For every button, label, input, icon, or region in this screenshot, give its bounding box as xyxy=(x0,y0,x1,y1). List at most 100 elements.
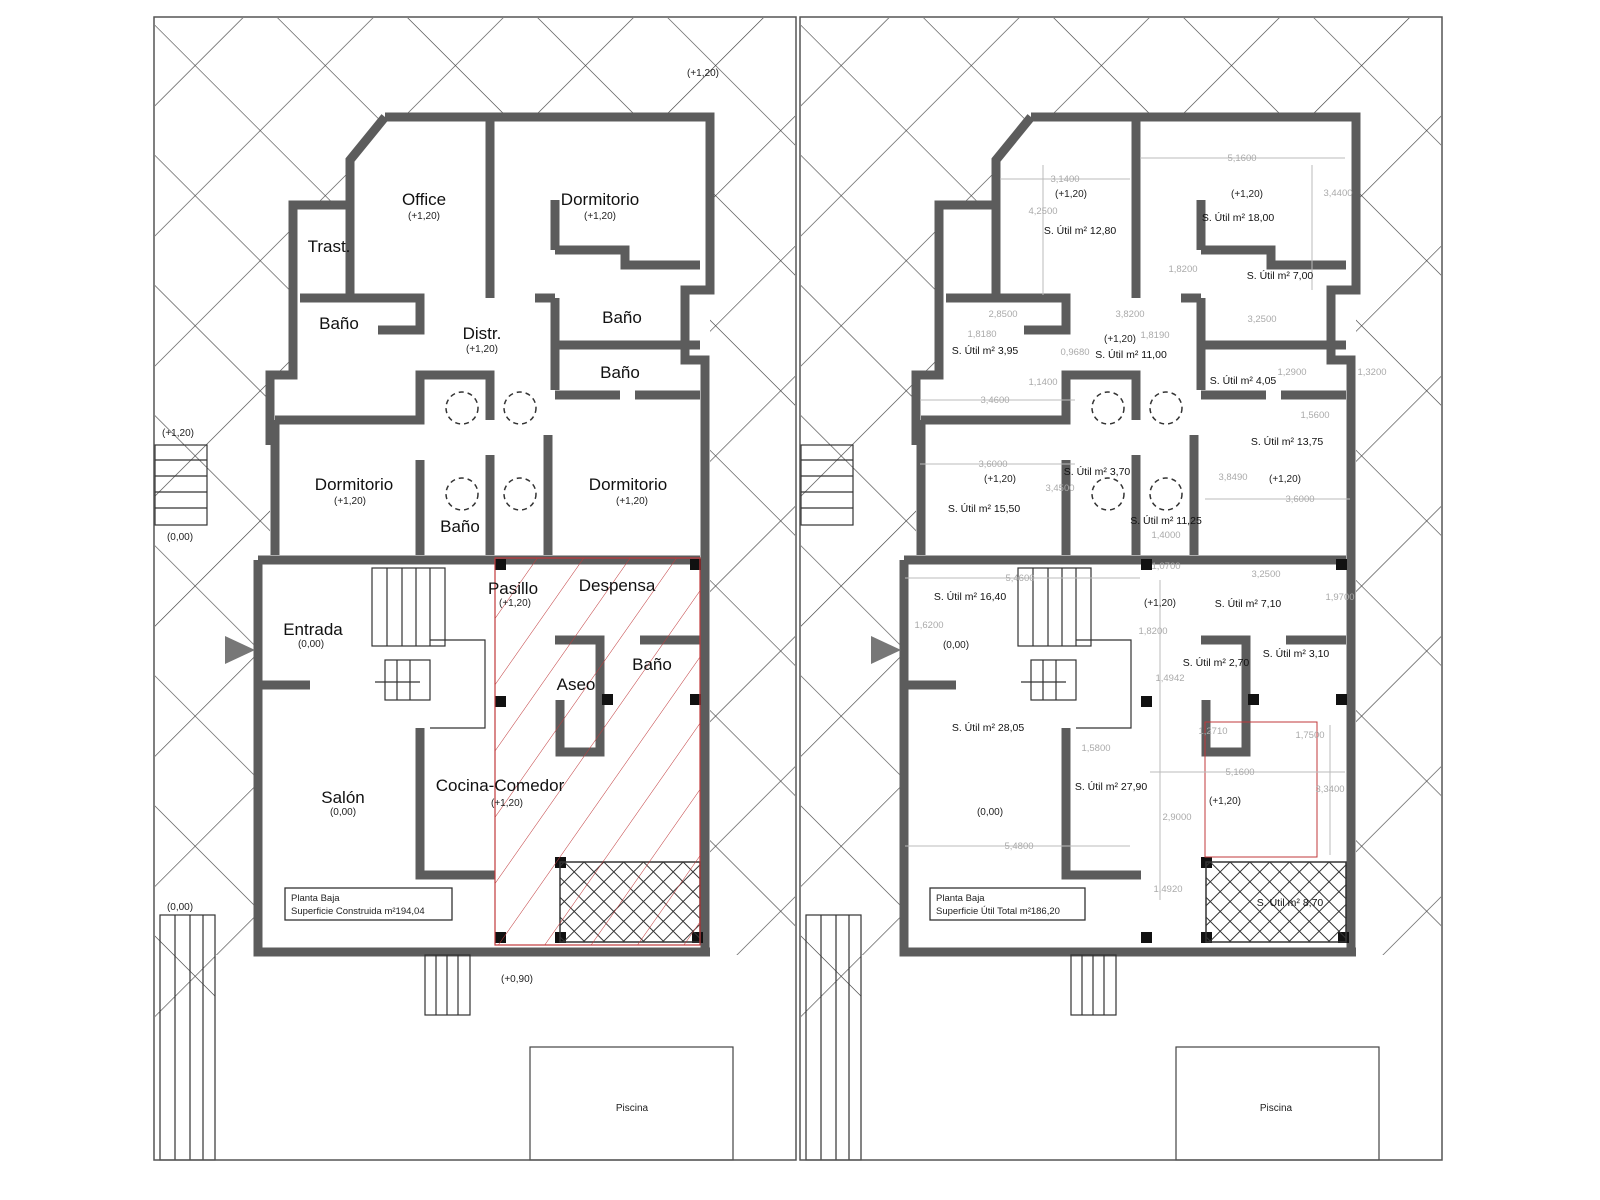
room-bano: Baño xyxy=(600,363,640,382)
area-label: S. Útil m² 8,70 xyxy=(1257,896,1324,909)
dimension-label: 1,0700 xyxy=(1151,561,1180,572)
legend-title: Planta Baja xyxy=(936,893,985,904)
level-marker: (0,00) xyxy=(943,640,969,651)
level-marker: (+1,20) xyxy=(984,474,1016,485)
dimension-label: 1,2710 xyxy=(1198,726,1227,737)
dimension-label: 1,6200 xyxy=(914,620,943,631)
dimension-label: 3,3400 xyxy=(1315,784,1344,795)
room-level: (+1,20) xyxy=(616,496,648,507)
dimension-label: 5,1600 xyxy=(1227,153,1256,164)
area-label: S. Útil m² 13,75 xyxy=(1251,435,1324,448)
dimension-label: 1,4942 xyxy=(1155,673,1184,684)
dimension-label: 3,6000 xyxy=(1285,494,1314,505)
room-level: (+1,20) xyxy=(491,798,523,809)
dimension-label: 5,4600 xyxy=(1005,573,1034,584)
dimension-label: 5,4800 xyxy=(1004,841,1033,852)
room-salon: Salón xyxy=(321,788,364,807)
room-bano: Baño xyxy=(602,308,642,327)
level-marker: (0,00) xyxy=(167,902,193,913)
legend-subtitle: Superficie Útil Total m²186,20 xyxy=(936,906,1060,917)
level-marker: (0,00) xyxy=(167,532,193,543)
dimension-label: 1,8200 xyxy=(1138,626,1167,637)
level-marker: (+1,20) xyxy=(1104,334,1136,345)
room-level: (+1,20) xyxy=(408,211,440,222)
area-label: S. Útil m² 7,10 xyxy=(1215,597,1282,610)
dimension-label: 5,1600 xyxy=(1225,767,1254,778)
room-level: (+1,20) xyxy=(499,598,531,609)
dimension-label: 1,2900 xyxy=(1277,367,1306,378)
dimension-label: 3,8200 xyxy=(1115,309,1144,320)
room-level: (0,00) xyxy=(330,807,356,818)
area-label: S. Útil m² 16,40 xyxy=(934,590,1007,603)
dimension-label: 1,5800 xyxy=(1081,743,1110,754)
area-label: S. Útil m² 15,50 xyxy=(948,502,1021,515)
room-bano: Baño xyxy=(319,314,359,333)
dimension-label: 1,4920 xyxy=(1153,884,1182,895)
legend-box xyxy=(929,887,1086,921)
area-label: S. Útil m² 11,00 xyxy=(1095,348,1167,361)
dimension-label: 1,3200 xyxy=(1357,367,1386,378)
area-label: S. Útil m² 11,25 xyxy=(1130,514,1202,527)
level-marker: (+1,20) xyxy=(1209,796,1241,807)
level-marker: (+1,20) xyxy=(687,68,719,79)
room-bano: Baño xyxy=(632,655,672,674)
room-aseo: Aseo xyxy=(557,675,596,694)
room-level: (+1,20) xyxy=(466,344,498,355)
area-label: S. Útil m² 12,80 xyxy=(1044,224,1117,237)
dimension-label: 2,8500 xyxy=(988,309,1017,320)
room-level: (+1,20) xyxy=(334,496,366,507)
legend-box xyxy=(284,887,453,921)
area-label: S. Útil m² 28,05 xyxy=(952,721,1025,734)
area-label: S. Útil m² 18,00 xyxy=(1202,211,1275,224)
dimension-label: 3,4500 xyxy=(1045,483,1074,494)
level-marker: (0,00) xyxy=(977,807,1003,818)
area-label: S. Útil m² 3,10 xyxy=(1263,647,1330,660)
highlighted-area xyxy=(1204,721,1318,858)
dimension-label: 0,9680 xyxy=(1060,347,1089,358)
area-label: S. Útil m² 4,05 xyxy=(1210,374,1277,387)
dimension-label: 1,7500 xyxy=(1295,730,1324,741)
room-distribuidor: Distr. xyxy=(463,324,502,343)
right-floor-plan: 3,1400 4,2500 5,1600 3,4400 1,8200 3,250… xyxy=(800,17,1442,1160)
room-office: Office xyxy=(402,190,446,209)
left-floor-plan: Office (+1,20) Dormitorio (+1,20) Trast.… xyxy=(154,17,796,1160)
room-cocina-comedor: Cocina-Comedor xyxy=(436,776,565,795)
pool-label: Piscina xyxy=(1260,1103,1293,1114)
area-label: S. Útil m² 3,70 xyxy=(1064,465,1131,478)
level-marker: (+1,20) xyxy=(162,428,194,439)
room-dormitorio: Dormitorio xyxy=(589,475,667,494)
dimension-label: 2,9000 xyxy=(1162,812,1191,823)
dimension-label: 1,8190 xyxy=(1140,330,1169,341)
room-level: (0,00) xyxy=(298,639,324,650)
area-label: S. Útil m² 3,95 xyxy=(952,344,1019,357)
level-marker: (+1,20) xyxy=(1144,598,1176,609)
dimension-label: 1,4000 xyxy=(1151,530,1180,541)
level-marker: (+0,90) xyxy=(501,974,533,985)
level-marker: (+1,20) xyxy=(1269,474,1301,485)
pool-label: Piscina xyxy=(616,1103,649,1114)
dimension-label: 1,5600 xyxy=(1300,410,1329,421)
room-entrada: Entrada xyxy=(283,620,343,639)
area-label: S. Útil m² 27,90 xyxy=(1075,780,1148,793)
dimension-label: 3,2500 xyxy=(1247,314,1276,325)
room-trastero: Trast. xyxy=(308,237,351,256)
dimension-label: 3,4600 xyxy=(980,395,1009,406)
room-dormitorio: Dormitorio xyxy=(561,190,639,209)
area-label: S. Útil m² 2,70 xyxy=(1183,656,1250,669)
dimension-label: 1,8180 xyxy=(967,329,996,340)
dimension-label: 1,9700 xyxy=(1325,592,1354,603)
room-dormitorio: Dormitorio xyxy=(315,475,393,494)
legend-title: Planta Baja xyxy=(291,893,340,904)
legend-subtitle: Superficie Construida m²194,04 xyxy=(291,906,425,917)
dimension-label: 4,2500 xyxy=(1028,206,1057,217)
highlighted-area xyxy=(494,557,701,946)
dimension-label: 3,4400 xyxy=(1323,188,1352,199)
level-marker: (+1,20) xyxy=(1055,189,1087,200)
dimension-label: 3,8490 xyxy=(1218,472,1247,483)
dimension-label: 3,2500 xyxy=(1251,569,1280,580)
dimension-label: 3,6000 xyxy=(978,459,1007,470)
dimension-label: 3,1400 xyxy=(1050,174,1079,185)
room-level: (+1,20) xyxy=(584,211,616,222)
room-pasillo: Pasillo xyxy=(488,579,538,598)
